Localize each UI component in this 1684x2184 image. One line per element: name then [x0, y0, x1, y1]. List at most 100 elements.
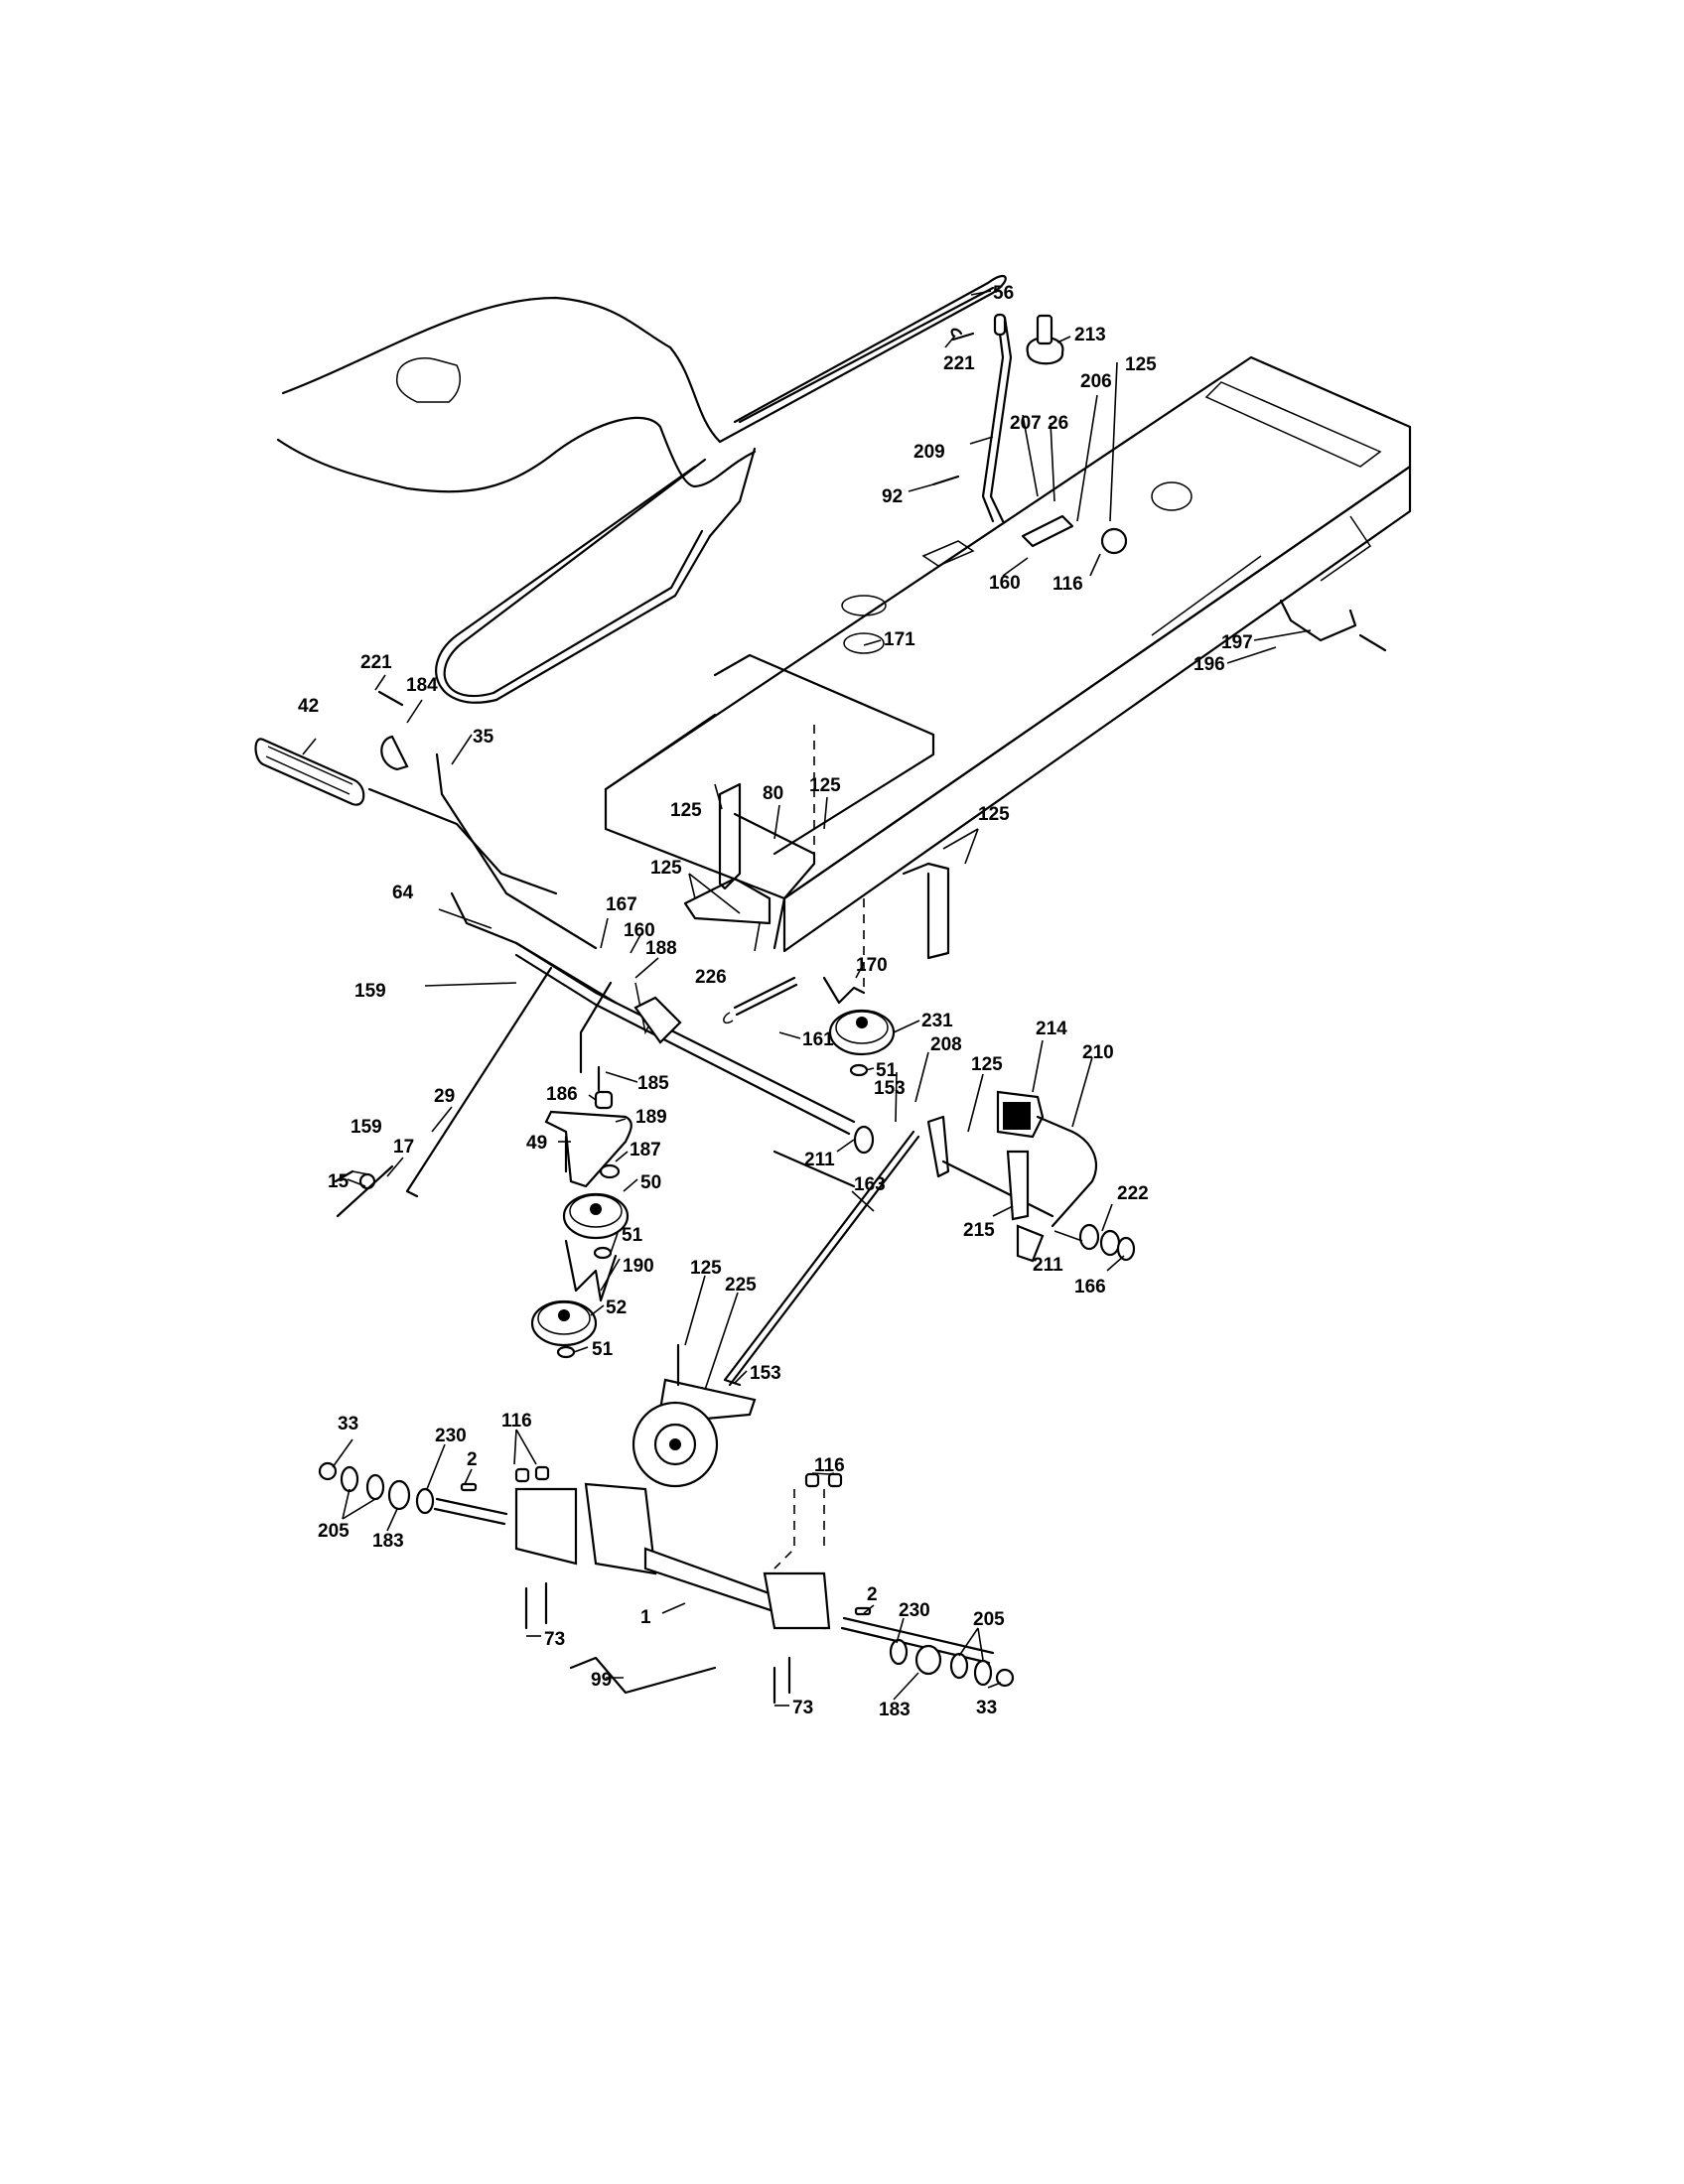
- callout-1: 1: [640, 1607, 651, 1628]
- callout-64: 64: [392, 883, 414, 903]
- callout-210: 210: [1082, 1042, 1114, 1063]
- callout-222: 222: [1117, 1183, 1149, 1204]
- callout-171: 171: [884, 629, 915, 650]
- callout-185: 185: [637, 1073, 669, 1094]
- callout-51: 51: [876, 1060, 898, 1081]
- rear-bracket-80: [683, 725, 950, 993]
- callout-42: 42: [298, 696, 319, 717]
- rod-163: [723, 1130, 920, 1387]
- callout-125-e: 125: [650, 858, 682, 879]
- callout-221-b: 221: [360, 652, 392, 673]
- callout-206: 206: [1080, 371, 1112, 392]
- axle-hardware-right: [772, 1472, 1015, 1705]
- callout-230-b: 230: [899, 1600, 930, 1621]
- pulley-52: [530, 1299, 598, 1359]
- callout-125: 125: [1125, 354, 1157, 375]
- callout-209: 209: [913, 442, 945, 463]
- callout-51-c: 51: [592, 1339, 614, 1360]
- callout-188: 188: [645, 938, 677, 959]
- grip-42: [254, 738, 365, 806]
- callout-161: 161: [802, 1029, 834, 1050]
- drive-belt: [435, 275, 1007, 704]
- callout-205: 205: [318, 1521, 350, 1542]
- callout-125-d: 125: [978, 804, 1010, 825]
- callout-183: 183: [372, 1531, 404, 1552]
- callout-166: 166: [1074, 1277, 1106, 1297]
- callout-213: 213: [1074, 325, 1106, 345]
- chassis-frame: [604, 355, 1412, 953]
- callout-208: 208: [930, 1034, 962, 1055]
- callout-35: 35: [473, 727, 494, 748]
- callout-33-b: 33: [976, 1698, 997, 1718]
- callout-211-b: 211: [1033, 1255, 1063, 1276]
- linkage-29-and-rod-185: [405, 966, 682, 1198]
- callout-231: 231: [921, 1011, 953, 1031]
- callout-221: 221: [943, 353, 975, 374]
- callout-230: 230: [435, 1426, 467, 1446]
- callout-187: 187: [630, 1140, 661, 1160]
- callout-73-b: 73: [792, 1698, 813, 1718]
- callout-labels: 56 213 221 209 207 26 206 125 92 160 116…: [298, 283, 1253, 1720]
- callout-116-c: 116: [814, 1455, 845, 1476]
- callout-205-b: 205: [973, 1609, 1005, 1630]
- callout-159: 159: [354, 981, 386, 1002]
- callout-73: 73: [544, 1629, 565, 1650]
- callout-125-b: 125: [670, 800, 702, 821]
- callout-189: 189: [635, 1107, 667, 1128]
- callout-167: 167: [606, 894, 637, 915]
- callout-215: 215: [963, 1220, 995, 1241]
- callout-80: 80: [763, 783, 783, 804]
- callout-49: 49: [526, 1133, 547, 1154]
- bracket-190: [564, 1239, 618, 1302]
- callout-2-b: 2: [867, 1584, 878, 1605]
- callout-207: 207: [1010, 413, 1042, 434]
- callout-92: 92: [882, 486, 903, 507]
- callout-190: 190: [623, 1256, 654, 1277]
- callout-116-b: 116: [501, 1411, 532, 1432]
- callout-196: 196: [1193, 654, 1225, 675]
- callout-125-f: 125: [971, 1054, 1003, 1075]
- callout-125-g: 125: [690, 1258, 722, 1279]
- callout-163: 163: [854, 1174, 886, 1195]
- callout-183-b: 183: [879, 1700, 911, 1720]
- callout-99: 99: [591, 1670, 612, 1691]
- callout-153-b: 153: [750, 1363, 781, 1384]
- callout-15: 15: [328, 1171, 350, 1192]
- transaxle: [433, 1401, 995, 1665]
- spring-161: [723, 976, 798, 1024]
- callout-50: 50: [640, 1172, 661, 1193]
- brake-pedal-assembly: [772, 1090, 1136, 1263]
- callout-159-b: 159: [351, 1117, 382, 1138]
- callout-160: 160: [989, 573, 1021, 594]
- callout-116: 116: [1052, 574, 1083, 595]
- callout-26: 26: [1048, 413, 1068, 434]
- axle-hardware-left: [318, 1461, 550, 1630]
- callout-153: 153: [874, 1078, 906, 1099]
- rod-35-and-64: [367, 752, 856, 1136]
- leader-lines: [302, 290, 1312, 1706]
- callout-184: 184: [406, 675, 438, 696]
- callout-197: 197: [1221, 632, 1253, 653]
- callout-160-b: 160: [624, 920, 655, 941]
- rod-99: [569, 1656, 717, 1695]
- callout-125-c: 125: [809, 775, 841, 796]
- pulley-231: [822, 976, 896, 1077]
- shift-lever-assembly: [931, 313, 1128, 555]
- pulley-50: [562, 1192, 630, 1240]
- callout-214: 214: [1036, 1019, 1067, 1039]
- hook-197: [1279, 599, 1387, 652]
- callout-225: 225: [725, 1275, 757, 1296]
- callout-186: 186: [546, 1084, 578, 1105]
- callout-2: 2: [467, 1449, 478, 1470]
- callout-17: 17: [393, 1137, 414, 1158]
- clevis-184: [377, 690, 409, 771]
- callout-51-b: 51: [622, 1225, 643, 1246]
- engine-deck-outline: [276, 296, 757, 493]
- callout-170: 170: [856, 955, 888, 976]
- callout-29: 29: [434, 1086, 455, 1107]
- callout-211: 211: [804, 1150, 835, 1170]
- callout-52: 52: [606, 1297, 627, 1318]
- callout-33: 33: [338, 1414, 358, 1434]
- callout-56: 56: [993, 283, 1014, 304]
